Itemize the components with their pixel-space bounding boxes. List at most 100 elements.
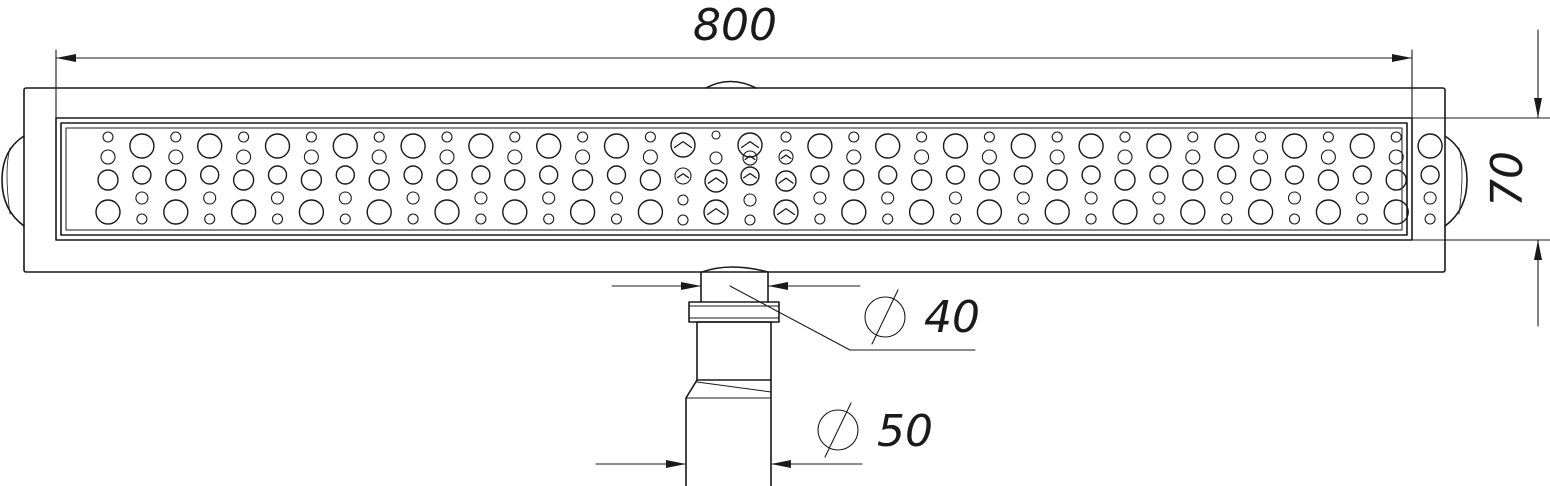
grate-hole	[439, 149, 455, 165]
outlet-50-value: 50	[877, 406, 933, 457]
logo-glyph	[707, 177, 725, 184]
grate-hole	[129, 133, 155, 159]
dimension-length	[55, 49, 1413, 119]
grate-hole	[1247, 199, 1274, 225]
grate-hole	[132, 165, 152, 185]
grate-hole	[978, 169, 1001, 191]
outlet-collar	[701, 266, 769, 273]
logo-glyph	[780, 154, 792, 160]
grate-hole	[1153, 213, 1165, 225]
grate-hole	[1390, 131, 1402, 143]
grate-hole	[1288, 213, 1301, 225]
grate-hole	[471, 165, 491, 185]
grate-hole	[163, 199, 189, 225]
logo-glyph	[706, 207, 726, 216]
dia40-diameter-symbol	[864, 296, 906, 338]
grate-hole	[1281, 133, 1308, 159]
grate-hole	[332, 133, 358, 159]
grate-hole	[908, 199, 935, 225]
grate-hole	[1352, 165, 1373, 185]
grate-hole	[976, 199, 1003, 225]
grate-hole	[1119, 131, 1131, 143]
grate-hole	[236, 149, 252, 165]
grate-hole	[1417, 133, 1443, 159]
grate-hole	[1320, 149, 1336, 165]
center-logo-pattern	[670, 130, 799, 226]
grate-hole	[1315, 199, 1342, 225]
logo-mark	[674, 167, 692, 185]
logo-mark	[775, 170, 797, 192]
logo-mark	[677, 194, 689, 206]
grate-hole	[814, 213, 826, 225]
grate-hole	[232, 169, 255, 191]
grate-hole	[1388, 149, 1404, 165]
height-value: 70	[1482, 151, 1533, 207]
grate-hole	[916, 131, 928, 143]
logo-mark	[703, 199, 729, 225]
grate-hole	[1016, 191, 1030, 205]
grate-hole	[1112, 199, 1138, 225]
grate-hole	[1044, 199, 1070, 225]
grate-hole	[810, 165, 830, 185]
grate-hole	[1078, 133, 1104, 159]
grate-hole	[509, 131, 521, 143]
grate-hole	[1187, 131, 1199, 143]
grate-hole	[1355, 191, 1369, 205]
grate-hole	[168, 149, 184, 165]
grate-hole	[948, 191, 963, 205]
grate-hole	[807, 133, 833, 159]
grate-hole	[813, 191, 827, 205]
grate-hole	[366, 199, 392, 225]
grate-hole	[1385, 169, 1407, 191]
grate-hole	[136, 213, 148, 225]
grate-hole	[881, 191, 895, 205]
grate-hole	[1152, 191, 1166, 205]
grate-hole	[468, 133, 494, 159]
dimension-height	[1411, 29, 1550, 327]
grate-hole	[204, 213, 216, 225]
grate-hole	[603, 133, 630, 159]
grate-hole	[848, 131, 860, 143]
grate-hole	[504, 169, 526, 191]
grate-hole	[1213, 133, 1240, 159]
grate-hole	[1220, 191, 1234, 205]
grate-hole	[1010, 133, 1036, 159]
grate-hole	[983, 131, 995, 143]
grate-hole	[335, 165, 355, 185]
grate-hole	[1322, 131, 1334, 143]
top-bulge	[705, 80, 757, 89]
grate-hole	[882, 213, 894, 225]
grate-hole	[436, 169, 458, 191]
grate-hole	[1216, 165, 1237, 185]
grate-hole	[300, 169, 323, 191]
grate-hole	[910, 169, 933, 191]
grate-hole	[270, 191, 285, 205]
dimension-outlet-40	[611, 282, 976, 351]
grate-hole	[1424, 213, 1436, 225]
grate-hole	[1017, 213, 1029, 225]
grate-hole	[1349, 133, 1376, 159]
grate-hole	[170, 131, 182, 143]
logo-mark	[780, 131, 792, 143]
logo-mark	[742, 150, 758, 166]
grate-hole	[639, 169, 662, 191]
grate-hole	[1423, 191, 1437, 205]
grate-hole	[267, 165, 288, 185]
grate-hole	[1249, 169, 1272, 191]
grate-hole	[539, 165, 559, 185]
grate-hole	[406, 191, 420, 205]
grate-hole	[238, 131, 250, 143]
grate-hole	[475, 213, 487, 225]
grate-hole	[843, 169, 865, 191]
logo-mark	[670, 132, 696, 158]
length-value: 800	[693, 0, 777, 51]
grate-hole	[1317, 169, 1340, 191]
logo-glyph	[743, 172, 757, 179]
grate-hole	[609, 191, 624, 205]
left-end-cap-knurl	[6, 147, 11, 215]
grate-hole	[303, 149, 319, 165]
grate-hole	[846, 149, 862, 165]
grate-hole	[102, 131, 114, 143]
logo-mark	[709, 151, 723, 165]
grate-hole	[203, 191, 217, 205]
